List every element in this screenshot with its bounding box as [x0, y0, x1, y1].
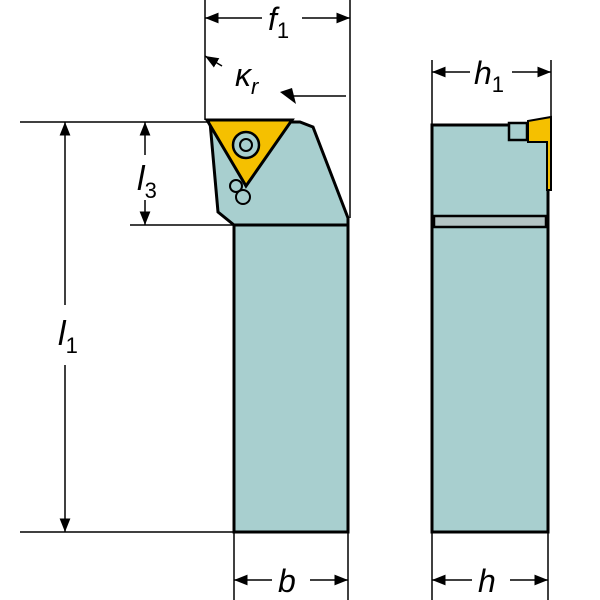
pin-icon: [229, 179, 243, 193]
pin-icon: [235, 189, 251, 205]
screw-icon: [231, 130, 261, 160]
label-l1: l1: [58, 315, 78, 358]
shank-side: [430, 123, 550, 534]
dimension-lines: [20, 0, 552, 600]
side-groove: [432, 214, 548, 229]
label-kr: κr: [235, 57, 260, 99]
torx-socket-icon: [239, 138, 253, 152]
side-view: [430, 115, 552, 534]
label-h1: h1: [474, 55, 504, 97]
label-l3: l3: [137, 160, 157, 203]
label-h: h: [478, 563, 496, 599]
kr-arrowhead-icon: [280, 88, 296, 104]
shank-front: [232, 223, 350, 534]
clamp-block: [507, 121, 529, 142]
front-view: [204, 118, 350, 534]
label-f1: f1: [268, 1, 289, 43]
label-b: b: [278, 563, 296, 599]
